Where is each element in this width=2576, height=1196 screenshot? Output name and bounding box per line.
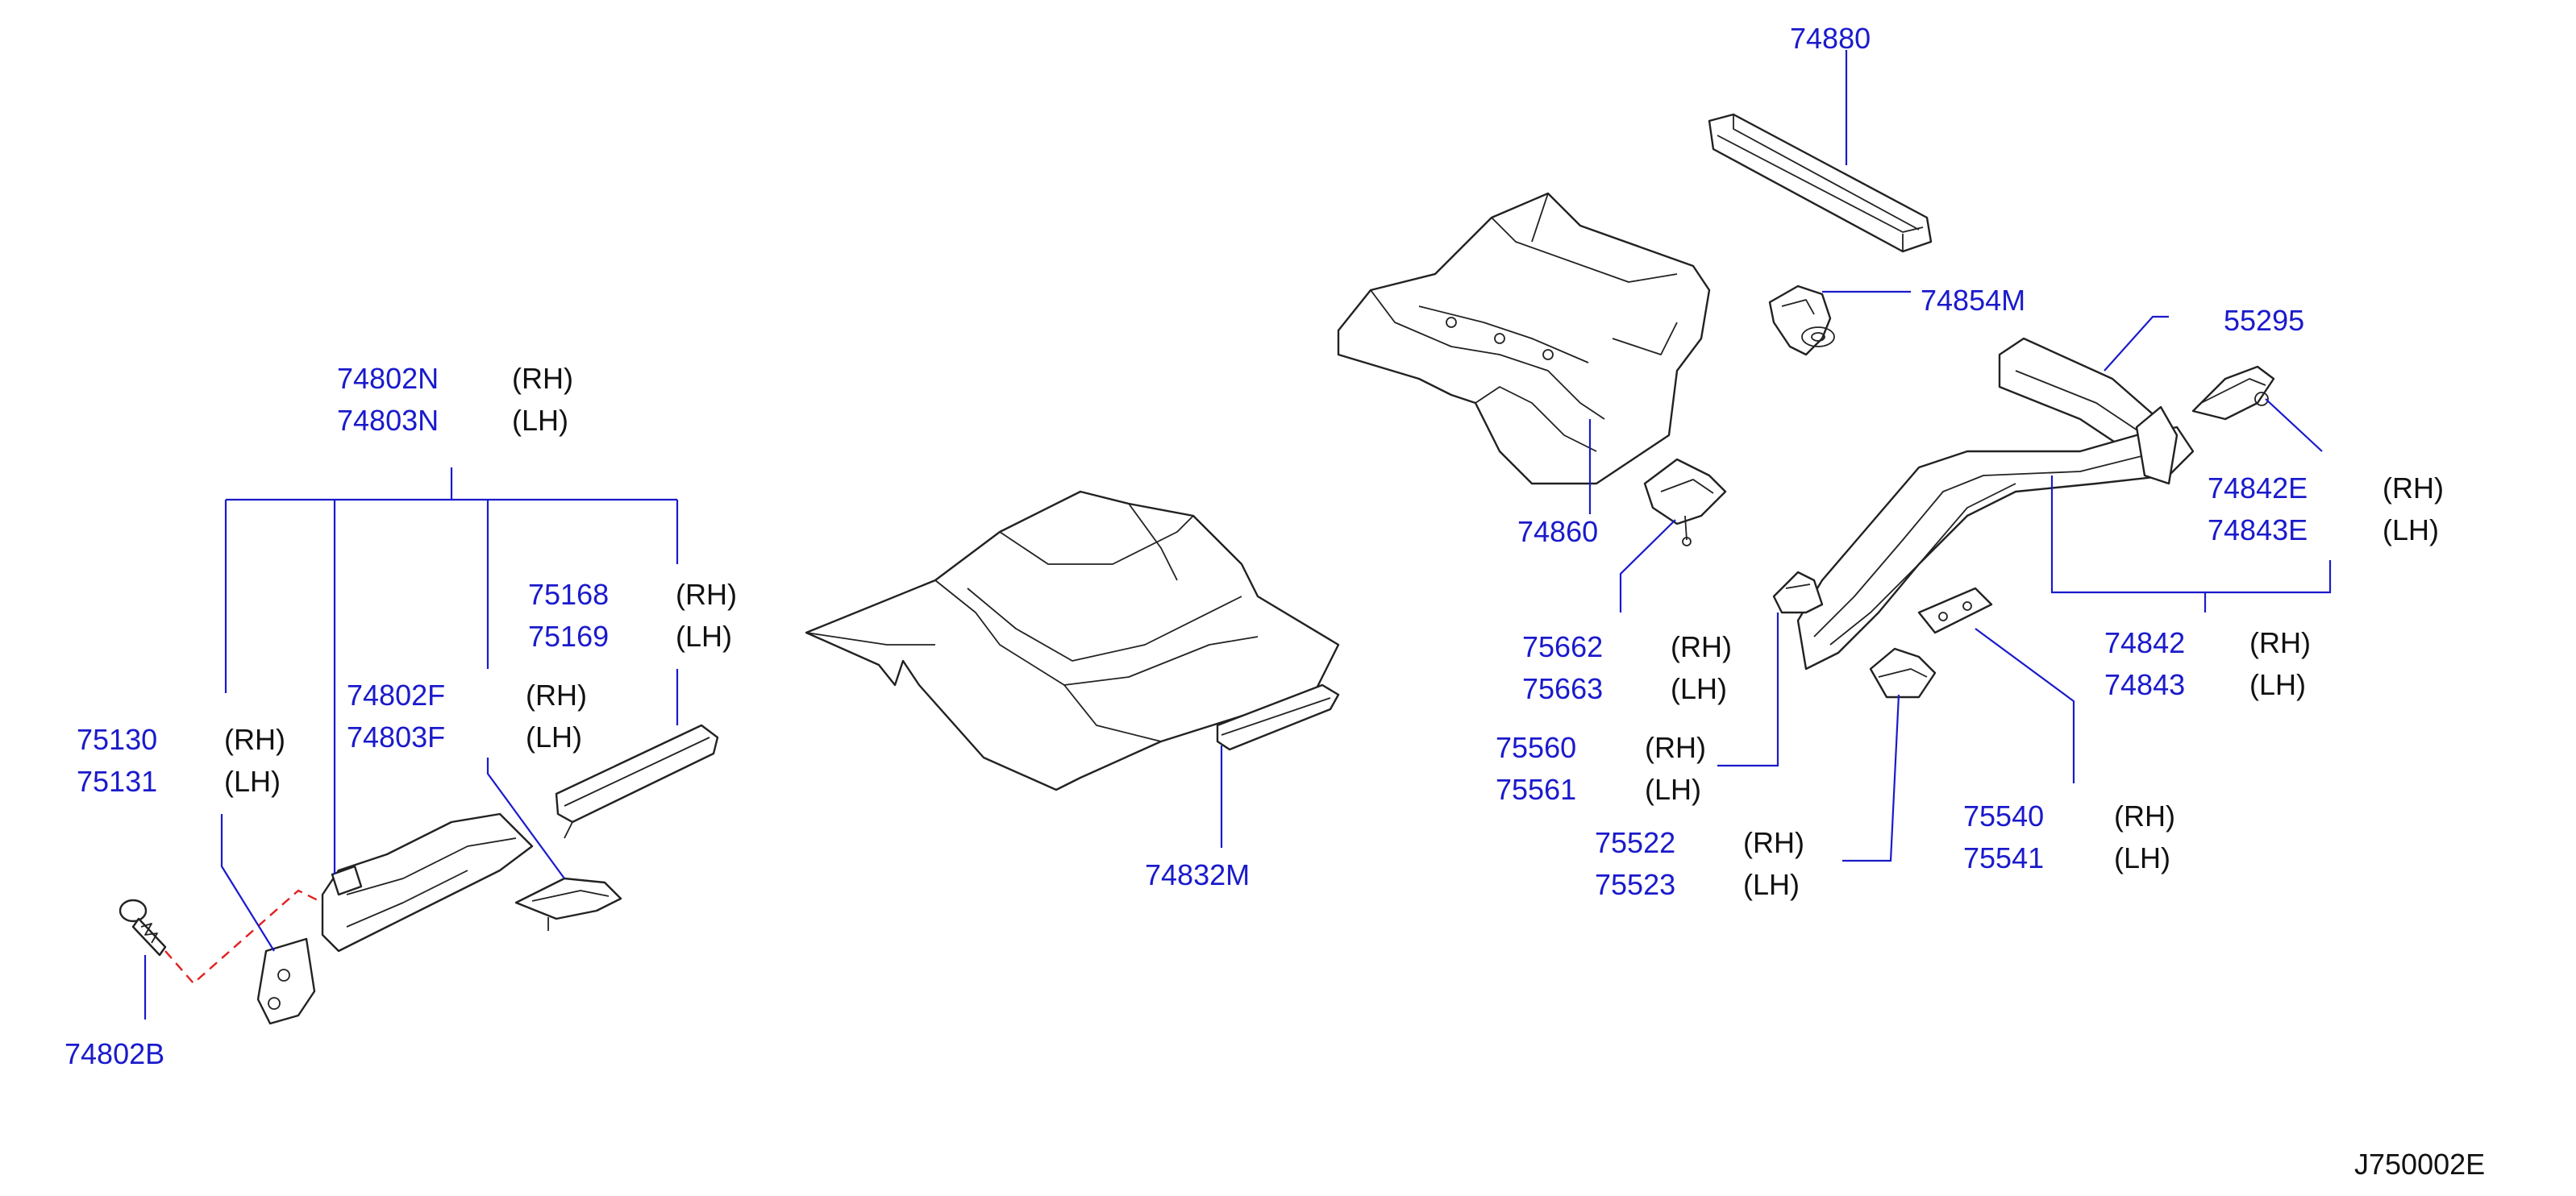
callout-75540: 75540: [1963, 799, 2044, 833]
callout-75169: 75169: [528, 620, 609, 653]
callout-75662: 75662: [1522, 630, 1603, 663]
side-75663: (LH): [1671, 672, 1727, 705]
part-74854M-bracket: [1768, 284, 1835, 356]
part-75560-bracket: [1772, 571, 1824, 614]
callout-74860: 74860: [1517, 515, 1598, 548]
side-75130: (RH): [224, 723, 285, 756]
side-75561: (LH): [1645, 773, 1701, 806]
side-74842: (RH): [2249, 626, 2311, 659]
part-75540-plate: [1917, 587, 1993, 634]
part-75168-rail: [555, 724, 719, 839]
callout-74803N: 74803N: [337, 404, 439, 437]
callout-74842: 74842: [2104, 626, 2185, 659]
callout-74854M: 74854M: [1921, 284, 2025, 317]
callout-75663: 75663: [1522, 672, 1603, 705]
callout-74803F: 74803F: [347, 721, 445, 754]
callout-74832M: 74832M: [1145, 858, 1250, 891]
part-55295-side-member: [1796, 337, 2195, 671]
part-74802F-bracket: [514, 877, 622, 931]
side-74803F: (LH): [526, 721, 582, 754]
side-74843E: (LH): [2382, 513, 2439, 546]
callout-74842E: 74842E: [2208, 471, 2308, 505]
callout-75541: 75541: [1963, 841, 2044, 874]
part-75522-block: [1869, 647, 1937, 699]
side-74803N: (LH): [512, 404, 568, 437]
part-74802N-side-member: [321, 812, 534, 953]
side-74843: (LH): [2249, 668, 2306, 701]
callout-75523: 75523: [1595, 868, 1675, 901]
side-74802F: (RH): [526, 679, 587, 712]
side-75662: (RH): [1671, 630, 1732, 663]
side-75560: (RH): [1645, 731, 1706, 764]
side-75540: (RH): [2114, 799, 2175, 833]
callout-75560: 75560: [1496, 731, 1576, 764]
part-74842E-bracket: [2135, 365, 2275, 485]
callout-75131: 75131: [77, 765, 157, 798]
callout-75168: 75168: [528, 578, 609, 611]
callout-74843: 74843: [2104, 668, 2185, 701]
leader-lines: [144, 50, 2332, 1020]
side-75541: (LH): [2114, 841, 2170, 874]
callout-75522: 75522: [1595, 826, 1675, 859]
callout-74802B: 74802B: [65, 1037, 164, 1070]
side-75131: (LH): [224, 765, 281, 798]
callout-74802F: 74802F: [347, 679, 445, 712]
part-75662-bracket: [1643, 458, 1727, 546]
side-75168: (RH): [676, 578, 737, 611]
callout-74802N: 74802N: [337, 362, 439, 395]
callout-74880: 74880: [1790, 22, 1871, 55]
side-74842E: (RH): [2382, 471, 2444, 505]
callout-75561: 75561: [1496, 773, 1576, 806]
callout-55295: 55295: [2224, 304, 2304, 337]
part-75130-bracket: [256, 937, 316, 1025]
callout-75130: 75130: [77, 723, 157, 756]
side-74802N: (RH): [512, 362, 573, 395]
side-75522: (RH): [1743, 826, 1804, 859]
side-75169: (LH): [676, 620, 732, 653]
part-74832M-front-floor: [805, 490, 1340, 791]
diagram-reference-code: J750002E: [2354, 1148, 2485, 1181]
callout-74843E: 74843E: [2208, 513, 2308, 546]
fastener-path: [164, 889, 323, 985]
part-74802B-bolt: [119, 899, 167, 957]
side-75523: (LH): [1743, 868, 1800, 901]
part-74860-rear-floor: [1337, 192, 1711, 485]
part-74880-rail: [1708, 113, 1933, 253]
